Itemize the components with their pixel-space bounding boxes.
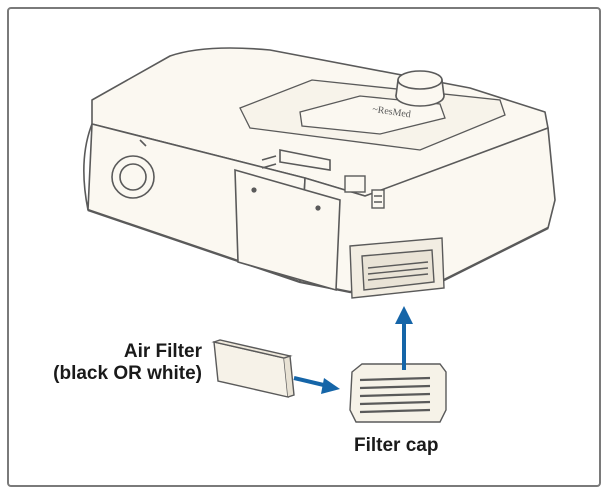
air-filter-label-line1: Air Filter <box>123 341 202 362</box>
filter-cap-label: Filter cap <box>354 435 439 456</box>
svg-text:~ResMed: ~ResMed <box>372 104 412 120</box>
card-door <box>234 149 341 292</box>
filter-cap <box>349 363 447 423</box>
air-filter <box>211 339 295 398</box>
arrow-filter-to-cap <box>293 376 340 394</box>
air-outlet <box>111 139 155 199</box>
air-filter-label: Air Filter (black OR white) <box>53 341 202 385</box>
arrow-cap-to-device <box>395 306 413 370</box>
control-knob <box>395 70 445 107</box>
filter-bay <box>349 237 445 299</box>
air-filter-label-line2: (black OR white) <box>53 363 202 384</box>
side-ports <box>344 175 385 209</box>
